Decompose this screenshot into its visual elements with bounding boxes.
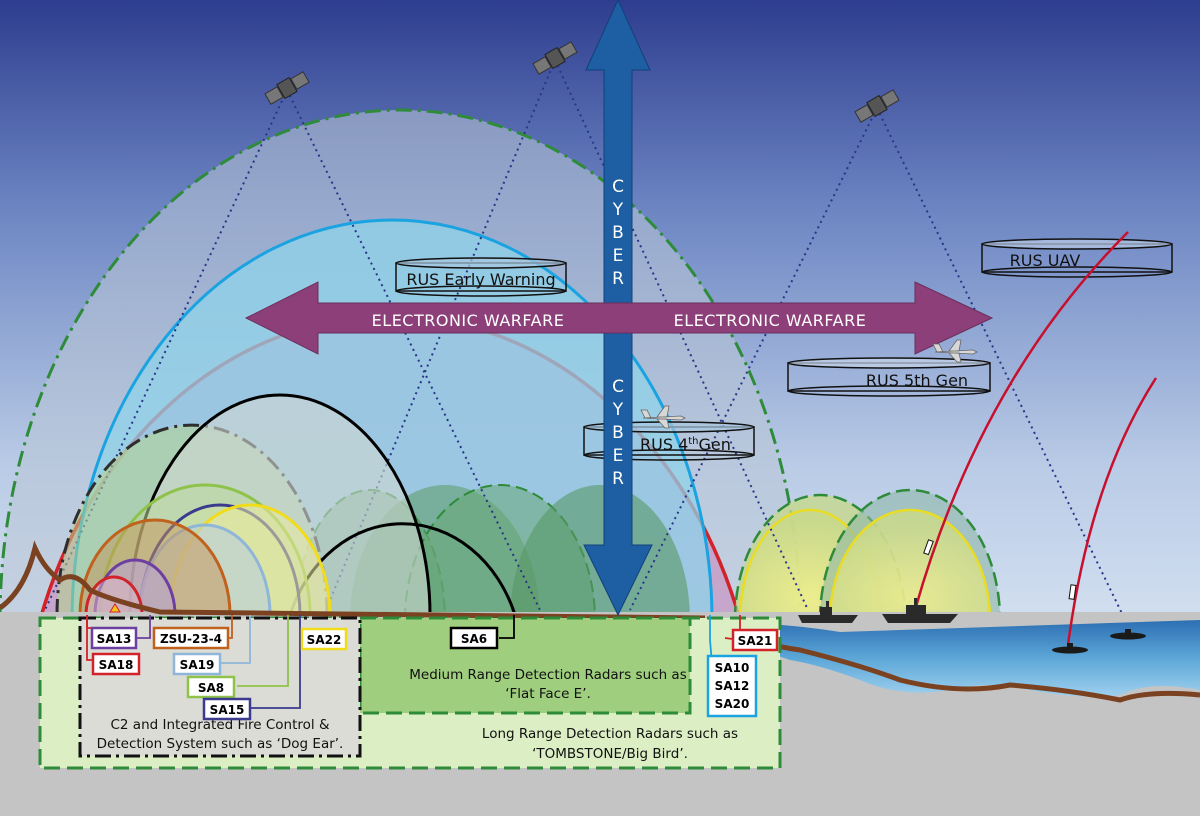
sa15-text: SA15 <box>210 703 245 717</box>
sa13-label <box>90 626 138 650</box>
uav-label: RUS UAV <box>1010 251 1081 270</box>
sa10-sa12-sa20-label <box>706 654 758 718</box>
ew-left-text: ELECTRONIC WARFARE <box>372 311 565 330</box>
sa18-label <box>91 652 141 676</box>
satellite-icon <box>264 71 310 105</box>
satellite-icon <box>532 41 578 75</box>
sa8-text: SA8 <box>198 681 224 695</box>
system-leaders <box>86 615 741 709</box>
fourth-gen-label: RUS 4thGen <box>640 435 731 454</box>
sa22-label <box>300 627 348 651</box>
radar-marker-icon <box>109 603 121 613</box>
fourth-gen-sup: th <box>688 436 698 447</box>
sa13-text: SA13 <box>97 632 132 646</box>
sea <box>705 620 1200 697</box>
c2-caption-line2: Detection System such as ‘Dog Ear’. <box>97 736 344 752</box>
sa22-text: SA22 <box>307 633 342 647</box>
fighter-jet-icon <box>932 339 978 363</box>
fifth-gen-disk: RUS 5th Gen <box>787 357 991 397</box>
sa21-label <box>731 628 779 652</box>
system-labels: SA13 ZSU-23-4 SA18 SA19 SA8 SA15 SA22 SA… <box>90 626 779 721</box>
sa10-text: SA10 <box>715 661 750 675</box>
c2-caption-line1: C2 and Integrated Fire Control & <box>111 717 330 733</box>
missile-trails <box>913 231 1158 646</box>
sa18-text: SA18 <box>99 658 134 672</box>
zsu-text: ZSU-23-4 <box>160 632 222 646</box>
warship-icon <box>882 598 958 623</box>
submarine-icon <box>1110 629 1146 640</box>
fifth-gen-label: RUS 5th Gen <box>866 371 968 390</box>
long-caption-line1: Long Range Detection Radars such as <box>482 726 738 742</box>
medium-caption-line1: Medium Range Detection Radars such as <box>409 667 686 683</box>
sa19-label <box>172 652 222 676</box>
sa6-text: SA6 <box>461 632 487 646</box>
short-range-domes <box>55 393 517 616</box>
fourth-gen-tail: Gen <box>699 435 731 454</box>
fighter-jet-icon <box>640 405 686 429</box>
sa15-label <box>202 697 252 721</box>
long-caption-line2: ‘TOMBSTONE/Big Bird’. <box>532 746 688 762</box>
early-warning-disk: RUS Early Warning <box>395 257 567 297</box>
zsu-label <box>152 626 230 650</box>
sa6-label <box>449 626 499 650</box>
ew-right-text: ELECTRONIC WARFARE <box>674 311 867 330</box>
warship-icon <box>798 601 858 623</box>
satellite-icon <box>854 89 900 123</box>
early-warning-label: RUS Early Warning <box>406 270 555 289</box>
medium-caption-line2: ‘Flat Face E’. <box>505 686 591 702</box>
sa19-text: SA19 <box>180 658 215 672</box>
fourth-gen-main: RUS 4 <box>640 435 688 454</box>
uav-disk: RUS UAV <box>981 238 1173 278</box>
coastal-bubbles <box>733 488 1002 622</box>
medium-range-zone <box>358 616 692 715</box>
sa20-text: SA20 <box>715 697 750 711</box>
sa21-text: SA21 <box>738 634 773 648</box>
ew-arrow: ELECTRONIC WARFARE ELECTRONIC WARFARE <box>244 281 994 355</box>
sa12-text: SA12 <box>715 679 750 693</box>
terrain <box>0 540 706 621</box>
sa8-label <box>186 675 236 699</box>
submarine-icon <box>1052 643 1088 654</box>
coastline <box>704 619 1200 703</box>
missile-icons <box>923 539 1077 600</box>
